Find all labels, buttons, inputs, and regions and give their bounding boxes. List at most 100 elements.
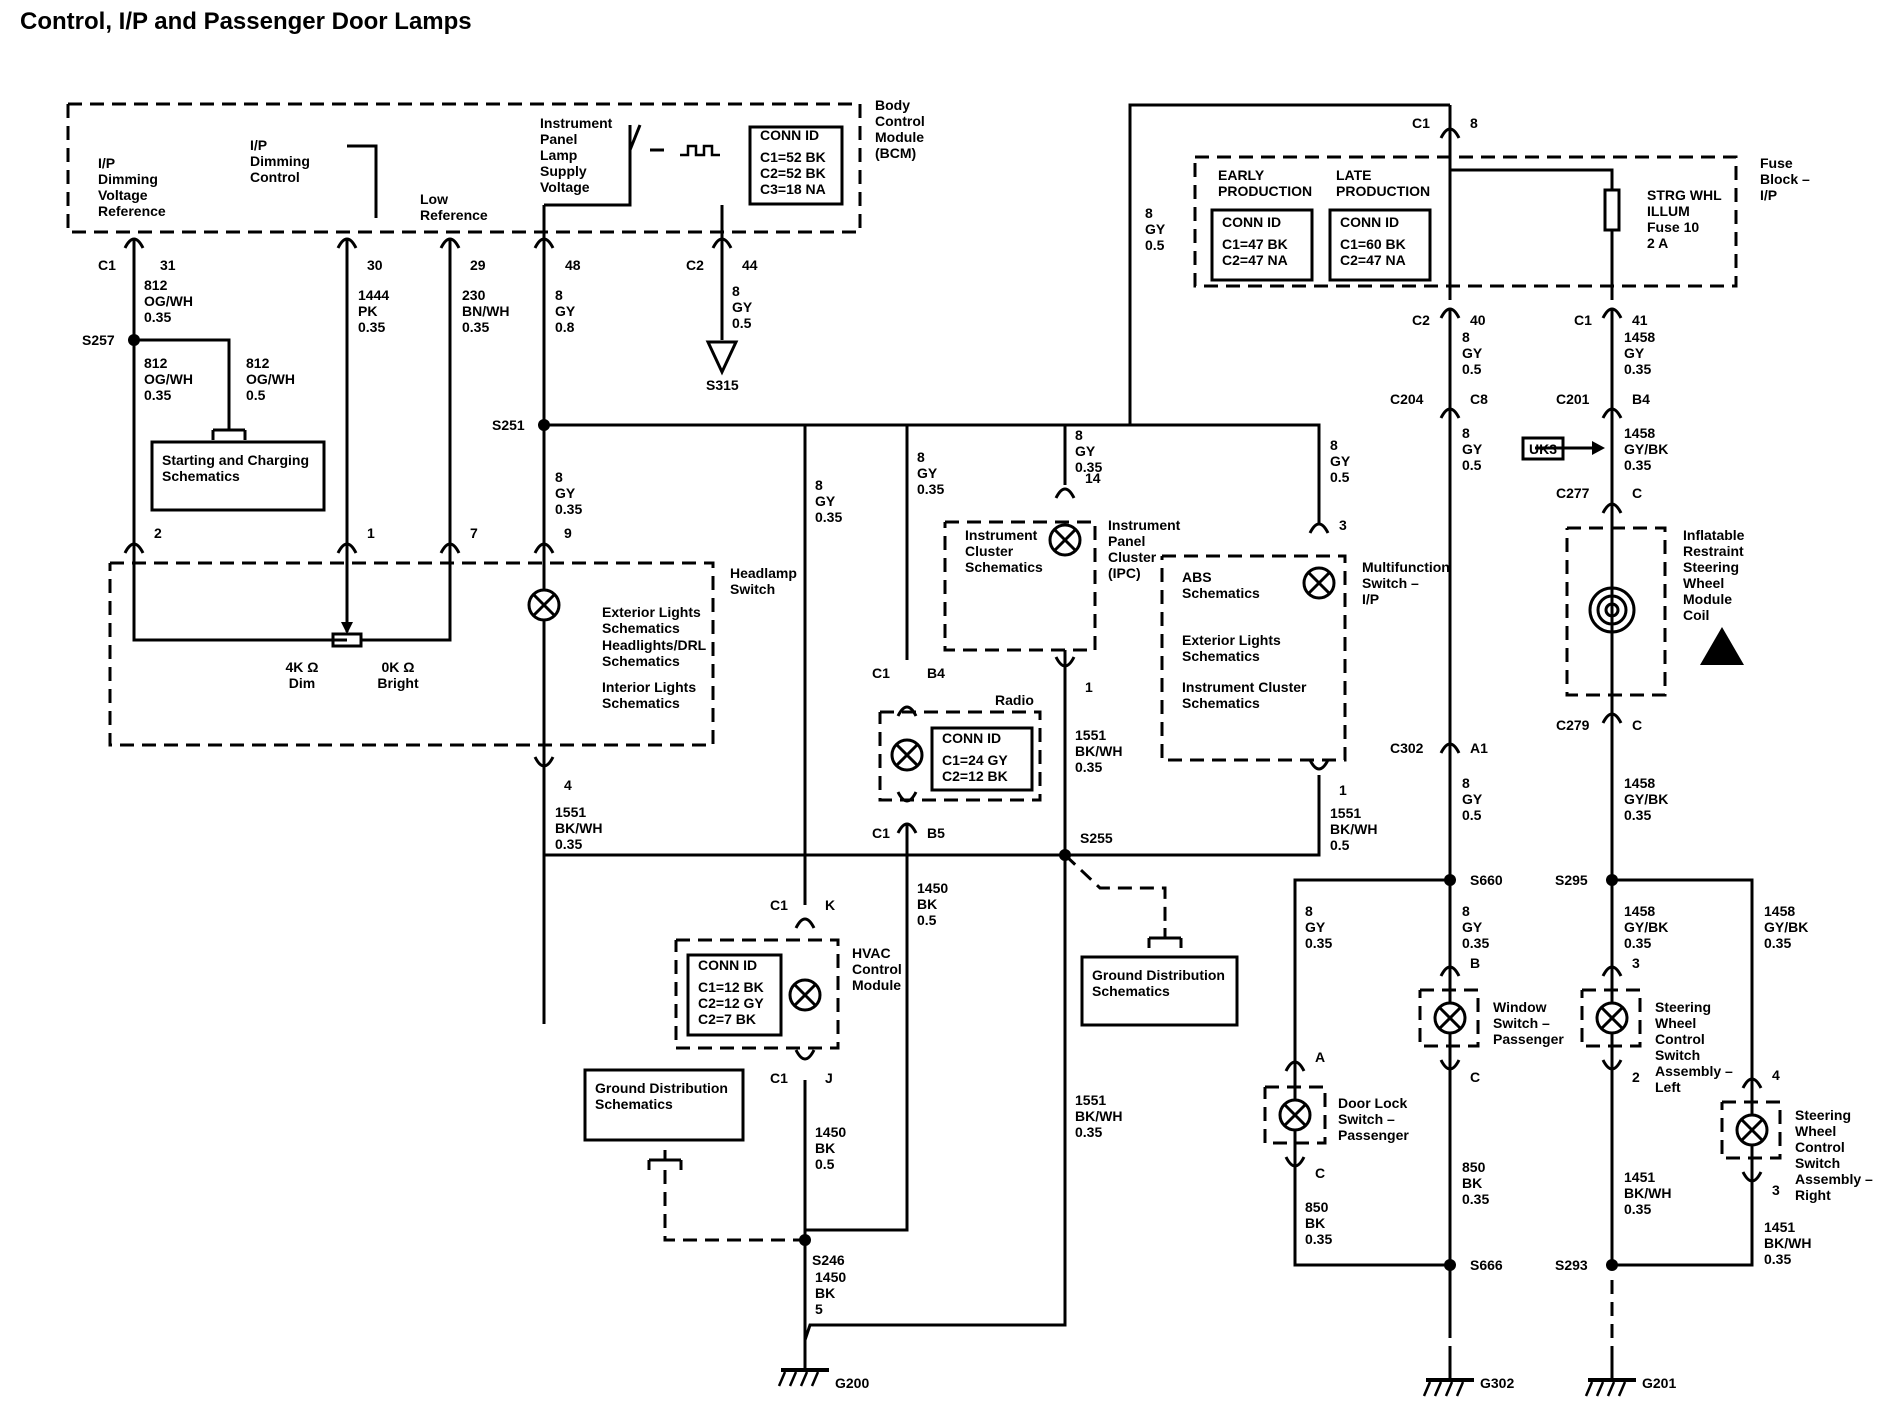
connector-arc-23 bbox=[1284, 1060, 1306, 1072]
low-ref-label-0: Low bbox=[420, 191, 448, 207]
wire-label-w1450b-0: 1450 bbox=[815, 1124, 846, 1140]
connector-arc-9 bbox=[1601, 407, 1623, 419]
wire-label-w812a-0: 812 bbox=[144, 277, 168, 293]
abs-box bbox=[1160, 554, 1347, 762]
bcm-box bbox=[66, 102, 862, 234]
connector-arc-17 bbox=[1054, 487, 1076, 499]
bcm-label-1: Control bbox=[875, 113, 925, 129]
wire-label-w1551d-1: BK/WH bbox=[1075, 1108, 1122, 1124]
swl-box bbox=[1580, 988, 1642, 1048]
lamp-supply-label-2: Lamp bbox=[540, 147, 577, 163]
c204-a: C204 bbox=[1390, 391, 1424, 407]
pot-wire bbox=[347, 144, 378, 218]
wire-label-w8_05top-1: GY bbox=[1145, 221, 1166, 237]
mfs-label-2: I/P bbox=[1362, 591, 1379, 607]
connector-arc-24 bbox=[1601, 965, 1623, 977]
wire-label-w1551d-0: 1551 bbox=[1075, 1092, 1106, 1108]
connector-arc-up-7 bbox=[1601, 1059, 1623, 1071]
connector-arc-13 bbox=[123, 542, 145, 554]
pot-arrow bbox=[341, 622, 353, 634]
ws-box bbox=[1418, 988, 1480, 1048]
s257-ground-sym bbox=[211, 418, 247, 442]
uk3-arrowhead bbox=[1592, 441, 1605, 455]
wire-label-w812b-2: 0.35 bbox=[144, 387, 171, 403]
wire-label-w8_035hs-0: 8 bbox=[555, 469, 563, 485]
wire-label-w1551a-0: 1551 bbox=[555, 804, 586, 820]
s257-0: S257 bbox=[82, 332, 115, 348]
abs-label-0: ABS bbox=[1182, 569, 1212, 585]
swr-label-5: Right bbox=[1795, 1187, 1831, 1203]
lamp-supply-label-3: Supply bbox=[540, 163, 587, 179]
hvac-label-1: Control bbox=[852, 961, 902, 977]
mfs3-0: 3 bbox=[1339, 517, 1347, 533]
swl-label-2: Control bbox=[1655, 1031, 1705, 1047]
c2-44-a: C2 bbox=[686, 257, 704, 273]
s251-radio-wire bbox=[544, 423, 909, 660]
bcm-label-3: (BCM) bbox=[875, 145, 916, 161]
radio-label-0: Radio bbox=[995, 692, 1034, 708]
mfs-label-0: Multifunction bbox=[1362, 559, 1450, 575]
s251-top-wire bbox=[544, 103, 1450, 427]
start-charge-label-1: Schematics bbox=[162, 468, 240, 484]
connector-arc-up-8 bbox=[1741, 1171, 1763, 1183]
bcm-conn-line-0: C1=52 BK bbox=[760, 149, 826, 165]
connector-arc-up-1 bbox=[1054, 656, 1076, 668]
radio-ground-wire bbox=[805, 825, 909, 1232]
wire-label-w8_05top-0: 8 bbox=[1145, 205, 1153, 221]
c277-b: C bbox=[1632, 485, 1642, 501]
wire-label-w1451b-0: 1451 bbox=[1764, 1219, 1795, 1235]
fuse-label-1: ILLUM bbox=[1647, 203, 1690, 219]
bcm-conn-box bbox=[748, 125, 844, 206]
c204-b: C8 bbox=[1470, 391, 1488, 407]
wire-label-w8_035hs-1: GY bbox=[555, 485, 576, 501]
wire-label-w1458a-1: GY bbox=[1624, 345, 1645, 361]
c277-a: C277 bbox=[1556, 485, 1590, 501]
coil-box bbox=[1565, 526, 1667, 697]
wire-label-w8_05top-2: 0.5 bbox=[1145, 237, 1165, 253]
wire-label-w1458e-2: 0.35 bbox=[1764, 935, 1791, 951]
s666-dot bbox=[1444, 1259, 1456, 1271]
ws-b-0: B bbox=[1470, 955, 1480, 971]
hvac-conn-line-1: C2=12 GY bbox=[698, 995, 764, 1011]
hvac-label-0: HVAC bbox=[852, 945, 891, 961]
ipc-lamp bbox=[1048, 523, 1082, 557]
wire-label-w1458c-2: 0.35 bbox=[1624, 807, 1651, 823]
dim-ctrl-label-1: Dimming bbox=[250, 153, 310, 169]
lamp-supply-label-4: Voltage bbox=[540, 179, 590, 195]
fuse-block-box bbox=[1193, 155, 1738, 288]
dim-ref-label-0: I/P bbox=[98, 155, 115, 171]
early-conn-box bbox=[1210, 208, 1314, 282]
fuse-label-0: STRG WHL bbox=[1647, 187, 1722, 203]
early-label-1: PRODUCTION bbox=[1218, 183, 1312, 199]
swl2-0: 2 bbox=[1632, 1069, 1640, 1085]
pwm-symbol bbox=[680, 144, 720, 157]
coil-inner bbox=[1604, 602, 1620, 618]
wire-label-w8_05a-1: GY bbox=[732, 299, 753, 315]
bright-label-0: 0K Ω bbox=[381, 659, 414, 675]
dim-ctrl-label-2: Control bbox=[250, 169, 300, 185]
s255-dot bbox=[1059, 849, 1071, 861]
connector-arc-20 bbox=[896, 822, 918, 834]
connector-arc-18 bbox=[1308, 522, 1330, 534]
c1-31-b: 31 bbox=[160, 257, 176, 273]
c201-a: C201 bbox=[1556, 391, 1590, 407]
page-title: Control, I/P and Passenger Door Lamps bbox=[20, 8, 472, 35]
gnd-dist2-label-1: Schematics bbox=[595, 1096, 673, 1112]
wire-label-w1451b-1: BK/WH bbox=[1764, 1235, 1811, 1251]
drl-label-1: Schematics bbox=[602, 653, 680, 669]
wire-label-w8_05c204-1: GY bbox=[1462, 441, 1483, 457]
coil-label-3: Wheel bbox=[1683, 575, 1724, 591]
mfs1-0: 1 bbox=[1339, 782, 1347, 798]
fb-c1-8-b: 8 bbox=[1470, 115, 1478, 131]
lamp-supply-label-0: Instrument bbox=[540, 115, 613, 131]
wire-label-w850a-2: 0.35 bbox=[1305, 1231, 1332, 1247]
wire-label-w1551b-0: 1551 bbox=[1075, 727, 1106, 743]
s246-0: S246 bbox=[812, 1252, 845, 1268]
bk-bus-wire bbox=[542, 775, 1321, 857]
drl-label-0: Headlights/DRL bbox=[602, 637, 707, 653]
wire-label-w8_035rad-2: 0.35 bbox=[917, 481, 944, 497]
rad-b4-b: B4 bbox=[927, 665, 945, 681]
wire-label-w8_05a-2: 0.5 bbox=[732, 315, 752, 331]
wire-label-w1551b-2: 0.35 bbox=[1075, 759, 1102, 775]
hvac-label-2: Module bbox=[852, 977, 901, 993]
